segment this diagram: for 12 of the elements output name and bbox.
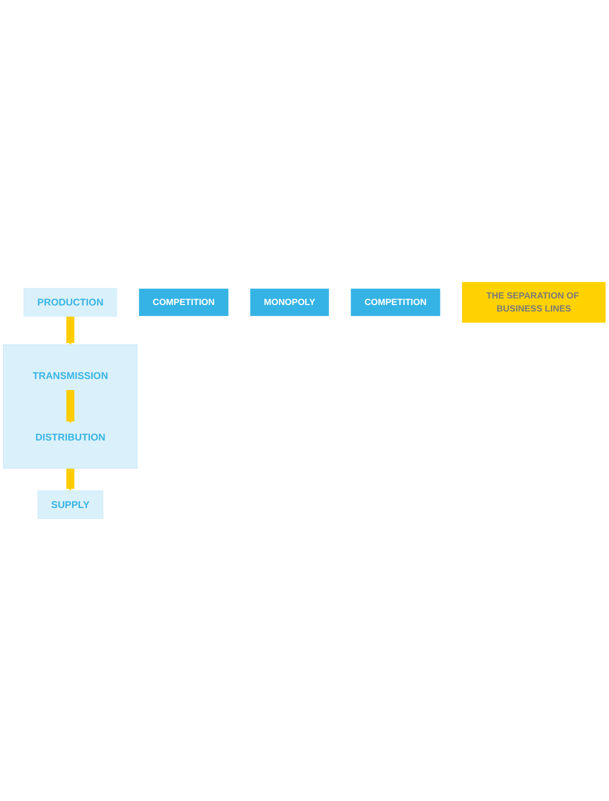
node-text: DISTRIBUTION [35, 432, 106, 443]
arrow [66, 388, 74, 424]
node-box: PRODUCTION [24, 288, 118, 317]
node-box: COMPETITION [350, 288, 440, 316]
arrow [66, 315, 74, 346]
arrow [66, 466, 74, 492]
cluster [3, 344, 138, 469]
node-text: TRANSMISSION [32, 370, 108, 382]
node-box: SUPPLY [37, 490, 104, 519]
node-box: COMPETITION [138, 288, 228, 316]
node-box: MONOPOLY [250, 288, 329, 316]
node-box: THE SEPARATION OF BUSINESS LINES [462, 282, 606, 323]
